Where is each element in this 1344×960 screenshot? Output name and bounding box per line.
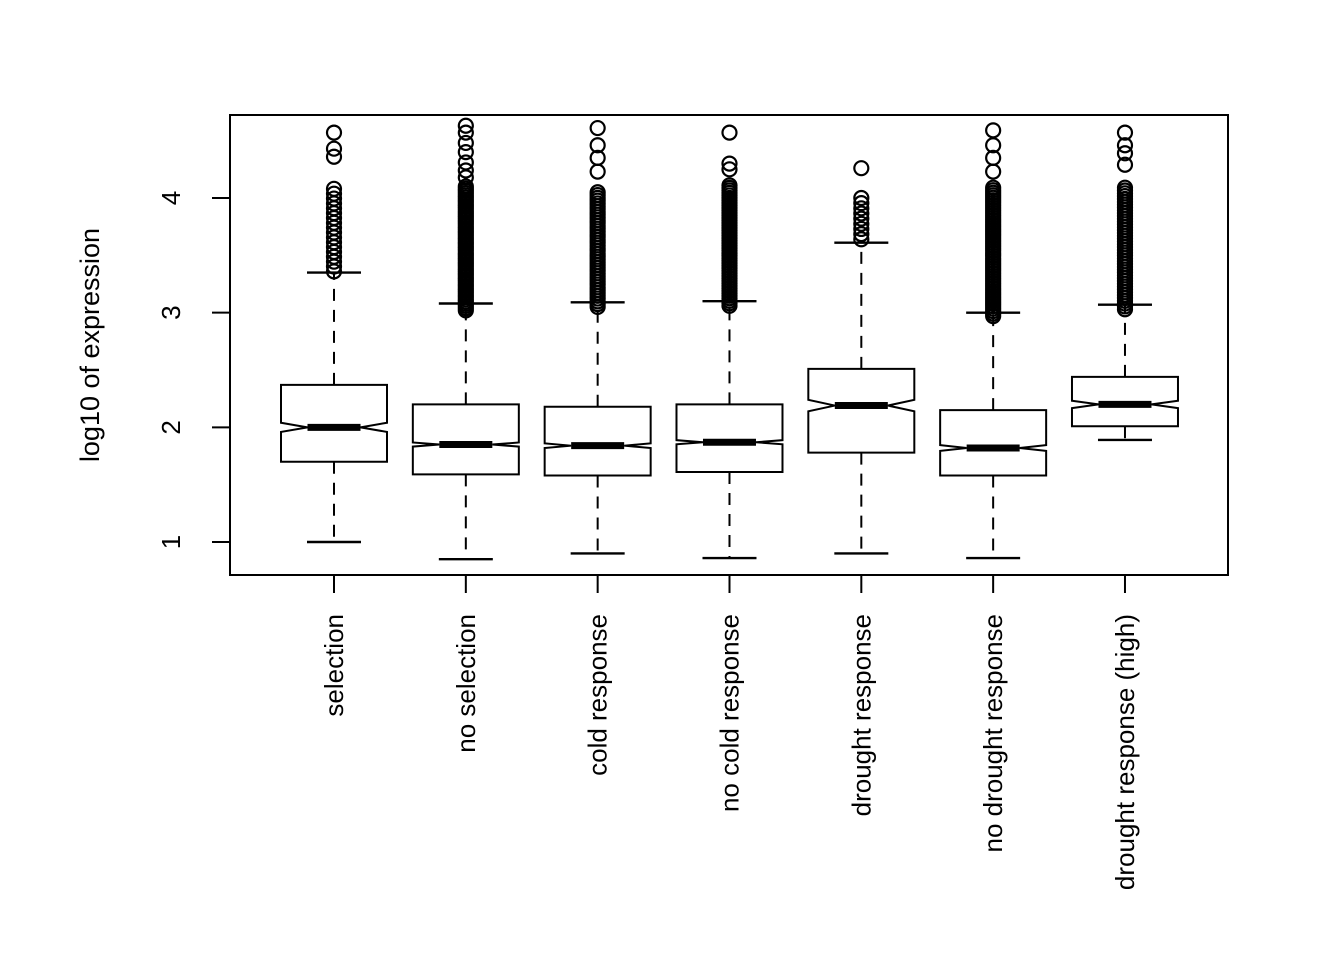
outlier-point xyxy=(457,124,474,141)
box-body xyxy=(807,367,916,454)
outlier-point xyxy=(853,215,870,232)
box-group-drought-response-high- xyxy=(1070,124,1179,442)
box-group-no-cold-response xyxy=(675,124,784,560)
outlier-point xyxy=(325,185,343,202)
box-body xyxy=(543,405,652,477)
outlier-point xyxy=(589,149,606,166)
box-group-selection xyxy=(280,124,388,544)
outlier-dense-column xyxy=(325,180,343,280)
outlier-point xyxy=(721,124,738,141)
outlier-point xyxy=(853,210,870,227)
outlier-point xyxy=(853,226,870,243)
y-axis-title: log10 of expression xyxy=(75,228,105,462)
outlier-point xyxy=(853,195,870,212)
axes-layer: 1 2 3 4 selection no selection cold response no… xyxy=(156,191,1140,890)
outlier-dense-column xyxy=(589,184,606,316)
outlier-point xyxy=(985,179,1002,196)
outlier-point xyxy=(1116,145,1134,162)
box-group-no-drought-response xyxy=(939,122,1048,560)
outlier-point xyxy=(325,148,343,165)
x-tick-label: no selection xyxy=(451,614,481,753)
box-body xyxy=(939,409,1048,477)
outlier-point xyxy=(589,163,606,180)
x-tick-label: drought response xyxy=(846,614,876,816)
outlier-point xyxy=(853,220,870,238)
box-body xyxy=(675,403,784,474)
outlier-point xyxy=(457,117,474,134)
outlier-point xyxy=(325,180,343,197)
outlier-point xyxy=(853,205,870,222)
outlier-dense-column xyxy=(985,179,1002,325)
box-body xyxy=(411,403,520,476)
y-tick-label: 1 xyxy=(156,535,186,549)
outlier-dense-column xyxy=(853,189,870,248)
outlier-point xyxy=(457,134,474,152)
outlier-point xyxy=(1116,124,1134,141)
outlier-point xyxy=(1116,179,1134,196)
outlier-point xyxy=(457,178,474,195)
outlier-point xyxy=(1116,156,1134,173)
box-body xyxy=(280,383,388,463)
outlier-point xyxy=(325,124,343,141)
outlier-point xyxy=(589,137,606,154)
outlier-point xyxy=(853,160,870,177)
outlier-point xyxy=(589,184,606,201)
box-group-no-selection xyxy=(411,117,520,561)
box-group-cold-response xyxy=(543,119,652,555)
outlier-point xyxy=(985,122,1002,139)
outlier-point xyxy=(721,177,738,194)
y-tick-label: 4 xyxy=(156,191,186,205)
outlier-point xyxy=(457,162,474,179)
outlier-dense-column xyxy=(721,177,738,314)
outlier-point xyxy=(1116,137,1134,154)
x-tick-label: cold response xyxy=(583,614,613,776)
outlier-point xyxy=(325,140,343,157)
x-tick-label: selection xyxy=(319,614,349,717)
box-group-drought-response xyxy=(807,160,916,555)
outlier-dense-column xyxy=(457,178,474,319)
outlier-point xyxy=(721,155,738,172)
outlier-point xyxy=(721,161,738,178)
y-tick-label: 2 xyxy=(156,420,186,434)
plot-layer xyxy=(280,117,1179,561)
outlier-point xyxy=(457,144,474,161)
outlier-point xyxy=(853,231,870,248)
x-tick-label: drought response (high) xyxy=(1110,614,1140,890)
x-tick-label: no drought response xyxy=(978,614,1008,853)
outlier-point xyxy=(985,163,1002,180)
outlier-point xyxy=(325,190,343,207)
outlier-point xyxy=(457,154,474,171)
y-tick-label: 3 xyxy=(156,305,186,319)
x-tick-label: no cold response xyxy=(714,614,744,812)
outlier-point xyxy=(853,200,870,217)
outlier-dense-column xyxy=(1116,179,1134,318)
outlier-point xyxy=(853,189,870,207)
outlier-point xyxy=(985,149,1002,166)
outlier-point xyxy=(589,119,606,137)
